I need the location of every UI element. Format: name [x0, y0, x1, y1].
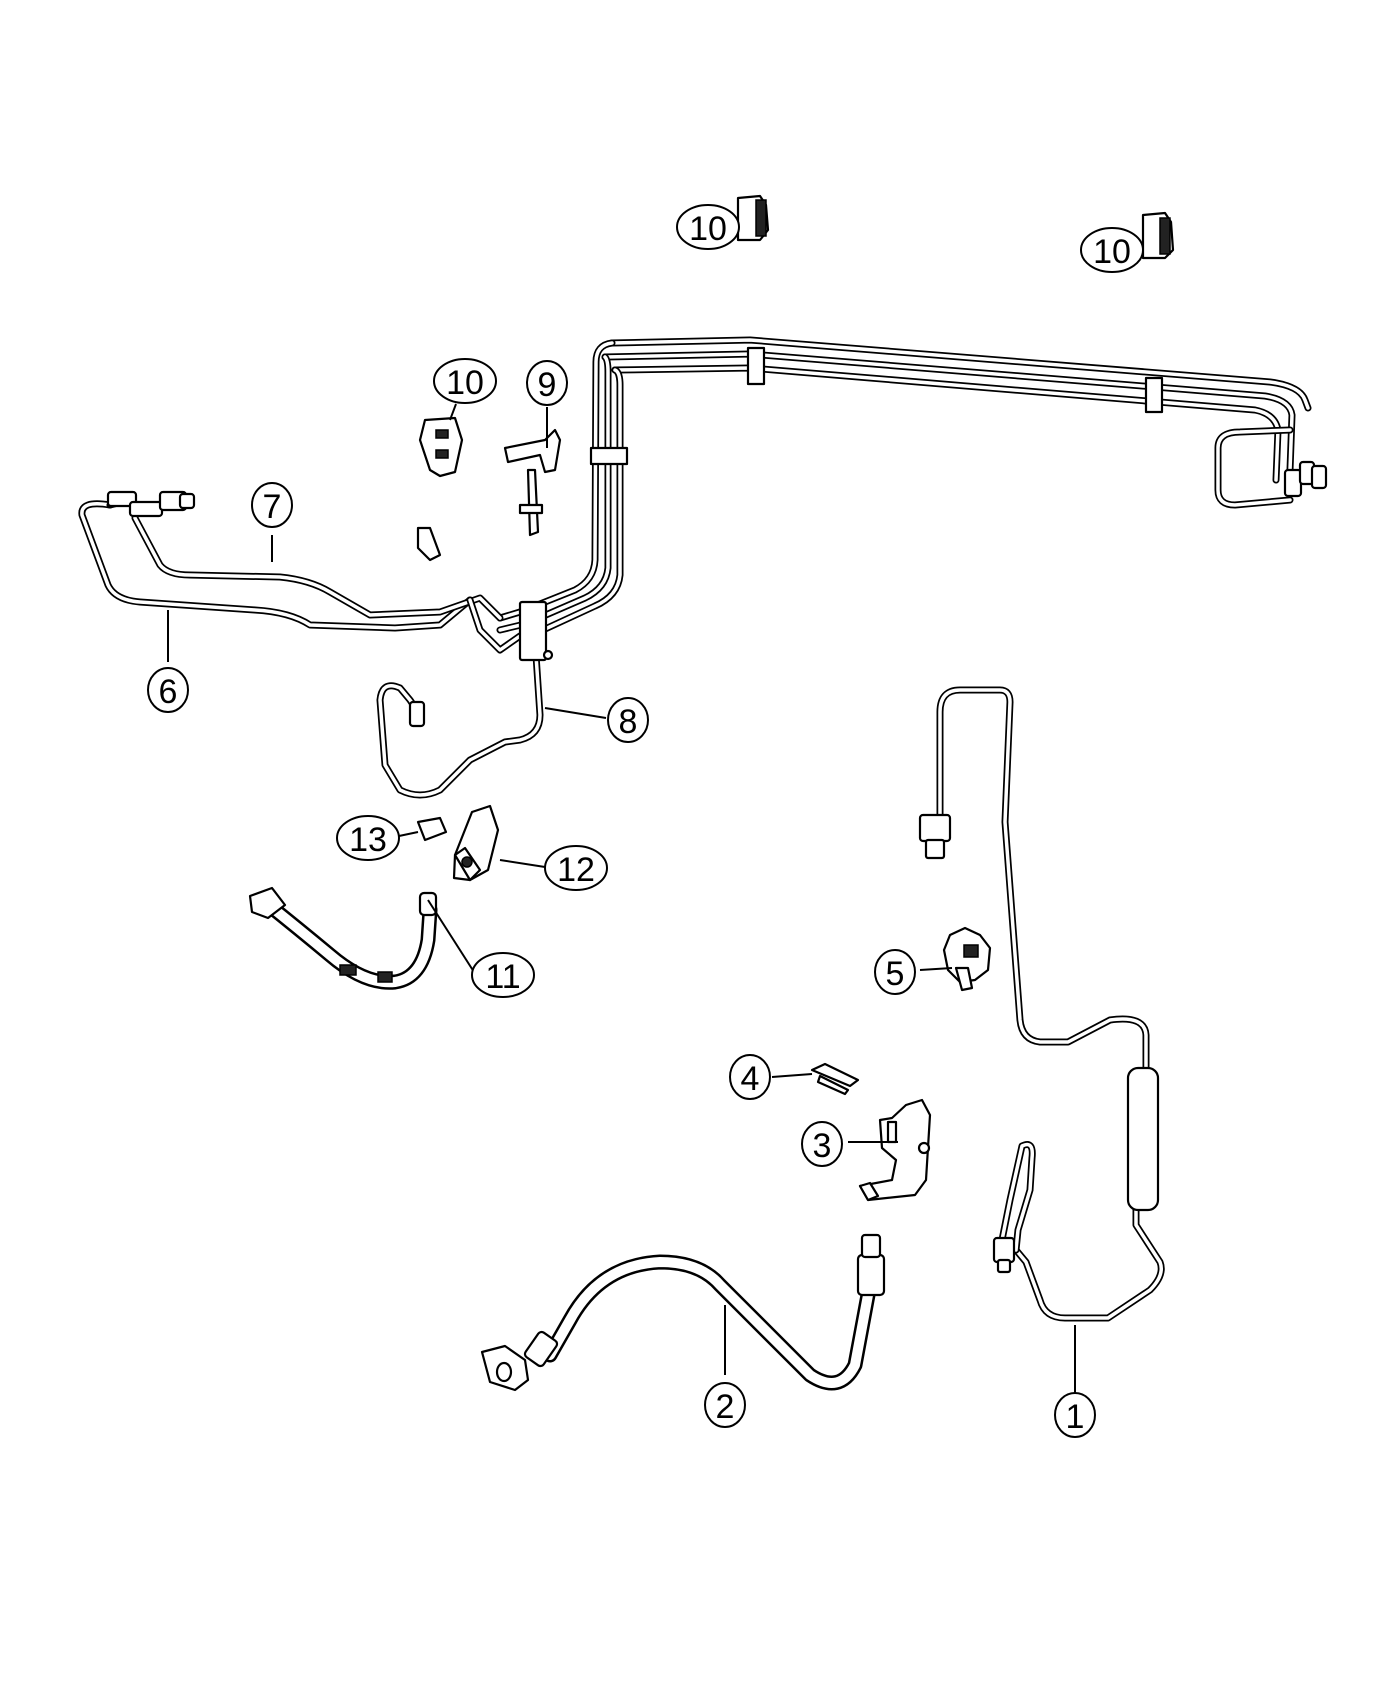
callout-11: 11 [471, 952, 535, 998]
bracket-9 [503, 428, 562, 537]
brake-tube-8 [376, 600, 554, 799]
callout-8: 8 [607, 697, 649, 743]
clip-10-left [418, 416, 464, 478]
bracket-12 [452, 804, 500, 882]
brake-tube-1 [918, 686, 1165, 1322]
callout-9: 9 [526, 360, 568, 406]
clip-13 [416, 816, 448, 842]
callout-3: 3 [801, 1121, 843, 1167]
clip-10-top-right [1141, 211, 1175, 260]
main-brake-tube-assembly [496, 336, 1328, 640]
svg-text:11: 11 [485, 958, 520, 996]
brake-hose-2 [480, 1233, 886, 1392]
clip-small-under-10 [416, 526, 442, 562]
svg-text:4: 4 [741, 1060, 760, 1098]
svg-text:1: 1 [1066, 1398, 1085, 1436]
callout-6: 6 [147, 667, 189, 713]
svg-text:5: 5 [886, 955, 905, 993]
callout-2: 2 [704, 1382, 746, 1428]
svg-text:3: 3 [813, 1127, 832, 1165]
svg-text:6: 6 [159, 673, 178, 711]
brake-tube-6-and-7 [78, 490, 524, 654]
callout-12: 12 [544, 845, 608, 891]
clip-4 [810, 1062, 860, 1096]
svg-text:9: 9 [538, 366, 557, 404]
svg-text:10: 10 [1093, 233, 1131, 271]
clip-10-top-center [736, 194, 770, 242]
callout-10-left: 10 [433, 358, 497, 404]
svg-text:13: 13 [349, 821, 387, 859]
brake-hose-11 [248, 886, 438, 990]
svg-text:7: 7 [263, 488, 282, 526]
callout-5: 5 [874, 949, 916, 995]
callout-4: 4 [729, 1054, 771, 1100]
svg-text:2: 2 [716, 1388, 735, 1426]
svg-text:12: 12 [557, 851, 595, 889]
callout-7: 7 [251, 482, 293, 528]
callout-1: 1 [1054, 1392, 1096, 1438]
leader-lines [167, 403, 1076, 1395]
callout-13: 13 [336, 815, 400, 861]
bracket-3 [858, 1098, 932, 1202]
callout-10-top-right: 10 [1080, 227, 1144, 273]
callout-10-top-center: 10 [676, 204, 740, 250]
svg-text:10: 10 [446, 364, 484, 402]
svg-text:10: 10 [689, 210, 727, 248]
svg-text:8: 8 [619, 703, 638, 741]
clip-5 [942, 926, 992, 992]
